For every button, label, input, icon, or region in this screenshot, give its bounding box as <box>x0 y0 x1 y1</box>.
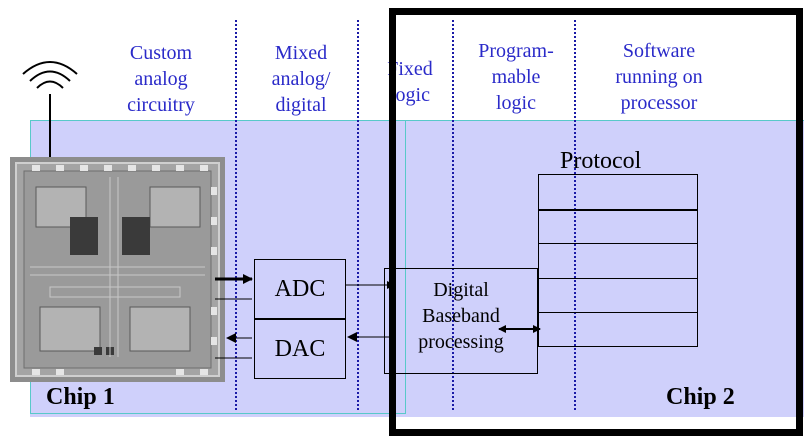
protocol-stack <box>538 174 698 347</box>
chip2-label: Chip 2 <box>666 384 735 410</box>
adc-block: ADC <box>254 259 346 319</box>
column-separator <box>452 20 454 410</box>
column-separator <box>574 20 576 410</box>
column-separator <box>235 20 237 410</box>
column-header-fixed-logic: Fixed logic <box>387 58 433 106</box>
chip1-label: Chip 1 <box>46 384 115 410</box>
protocol-stack-right-edge <box>697 174 698 347</box>
chip2-outline <box>389 8 803 436</box>
protocol-row-divider <box>538 209 698 211</box>
chip-die-icon <box>10 157 225 382</box>
protocol-row-divider <box>538 312 698 313</box>
digital-baseband-block: Digital Baseband processing <box>384 268 538 374</box>
protocol-row-divider <box>538 174 698 175</box>
digital-baseband-label: Digital Baseband processing <box>418 279 504 353</box>
protocol-row-divider <box>538 243 698 244</box>
antenna-icon <box>22 61 78 160</box>
protocol-stack-left-edge <box>538 174 539 347</box>
column-header-custom-analog: Custom analog circuitry <box>127 42 195 116</box>
column-header-mixed: Mixed analog/ digital <box>271 42 331 116</box>
dac-block: DAC <box>254 319 346 379</box>
column-header-programmable-logic: Program- mable logic <box>478 40 554 114</box>
protocol-row-divider <box>538 346 698 347</box>
protocol-label: Protocol <box>560 148 642 174</box>
protocol-row-divider <box>538 278 698 279</box>
column-separator <box>357 20 359 410</box>
column-header-software: Software running on processor <box>615 40 703 114</box>
